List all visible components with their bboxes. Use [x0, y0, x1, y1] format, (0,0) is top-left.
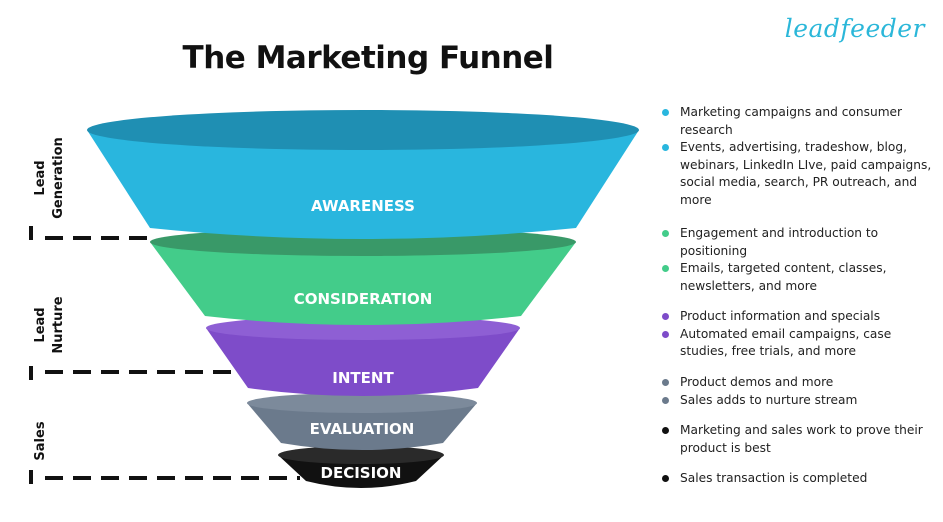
- side-label-lead-generation-line1: Lead: [33, 160, 48, 195]
- bullet-dot: [662, 379, 669, 386]
- intent-descriptions: Product information and specials Automat…: [662, 308, 932, 361]
- funnel-stage-intent: INTENT: [206, 316, 520, 396]
- list-item: Product demos and more: [662, 374, 932, 392]
- funnel-stage-decision-label: DECISION: [321, 464, 402, 482]
- list-item: Engagement and introduction to positioni…: [662, 225, 932, 260]
- funnel-stage-decision-body: [278, 455, 444, 488]
- list-item: Automated email campaigns, case studies,…: [662, 326, 932, 361]
- bullet-dot: [662, 313, 669, 320]
- funnel-stage-consideration-label: CONSIDERATION: [294, 290, 433, 308]
- list-item: Marketing campaigns and consumer researc…: [662, 104, 932, 139]
- side-label-sales: Sales: [33, 421, 48, 460]
- funnel-stage-awareness: AWARENESS: [87, 110, 639, 239]
- bullet-dot: [662, 265, 669, 272]
- bullet-text: Emails, targeted content, classes, newsl…: [680, 261, 887, 293]
- bullet-dot: [662, 109, 669, 116]
- bullet-text: Sales transaction is completed: [680, 471, 868, 485]
- list-item: Sales transaction is completed: [662, 470, 932, 488]
- bullet-dot: [662, 144, 669, 151]
- funnel-stage-decision-top: [278, 446, 444, 464]
- bullet-text: Product information and specials: [680, 309, 881, 323]
- funnel-stage-evaluation: EVALUATION: [247, 393, 477, 450]
- funnel-stage-intent-body: [206, 328, 520, 396]
- funnel-stage-consideration: CONSIDERATION: [150, 228, 576, 325]
- funnel-stage-evaluation-body: [247, 403, 477, 450]
- awareness-descriptions: Marketing campaigns and consumer researc…: [662, 104, 932, 209]
- transaction-descriptions: Sales transaction is completed: [662, 470, 932, 488]
- bullet-dot: [662, 427, 669, 434]
- bullet-text: Engagement and introduction to positioni…: [680, 226, 879, 258]
- bullet-text: Marketing campaigns and consumer researc…: [680, 105, 903, 137]
- list-item: Product information and specials: [662, 308, 932, 326]
- side-label-lead-nurture-line1: Lead: [33, 307, 48, 342]
- stage-bracket-lines: [29, 226, 300, 484]
- bullet-text: Product demos and more: [680, 375, 834, 389]
- funnel-stage-awareness-body: [87, 130, 639, 239]
- leadfeeder-logo: leadfeeder: [784, 14, 925, 43]
- side-label-lead-generation-line2: Generation: [51, 137, 66, 219]
- bullet-text: Sales adds to nurture stream: [680, 392, 858, 407]
- bullet-dot: [662, 330, 669, 338]
- evaluation-descriptions: Product demos and more Sales adds to nur…: [662, 374, 932, 409]
- bullet-dot: [662, 230, 669, 237]
- funnel-stage-consideration-body: [150, 242, 576, 325]
- funnel-stage-evaluation-top: [247, 393, 477, 413]
- funnel-stage-intent-label: INTENT: [332, 369, 394, 387]
- funnel-stage-decision: DECISION: [278, 446, 444, 488]
- list-item: Events, advertising, tradeshow, blog, we…: [662, 139, 932, 209]
- consideration-descriptions: Engagement and introduction to positioni…: [662, 225, 932, 295]
- bullet-text: Marketing and sales work to prove their …: [680, 423, 923, 455]
- funnel-stage-evaluation-label: EVALUATION: [310, 420, 415, 438]
- bullet-dot: [662, 475, 669, 482]
- bullet-dot: [662, 396, 669, 404]
- list-item: Marketing and sales work to prove their …: [662, 422, 932, 457]
- decision-descriptions: Marketing and sales work to prove their …: [662, 422, 932, 457]
- bullet-text: Events, advertising, tradeshow, blog, we…: [680, 140, 932, 207]
- funnel-stage-awareness-label: AWARENESS: [311, 197, 415, 215]
- page-title: The Marketing Funnel: [182, 40, 554, 76]
- side-label-lead-nurture-line2: Nurture: [51, 296, 66, 353]
- bullet-text: Automated email campaigns, case studies,…: [680, 326, 892, 359]
- list-item: Sales adds to nurture stream: [662, 392, 932, 410]
- funnel-stage-awareness-top: [87, 110, 639, 150]
- list-item: Emails, targeted content, classes, newsl…: [662, 260, 932, 295]
